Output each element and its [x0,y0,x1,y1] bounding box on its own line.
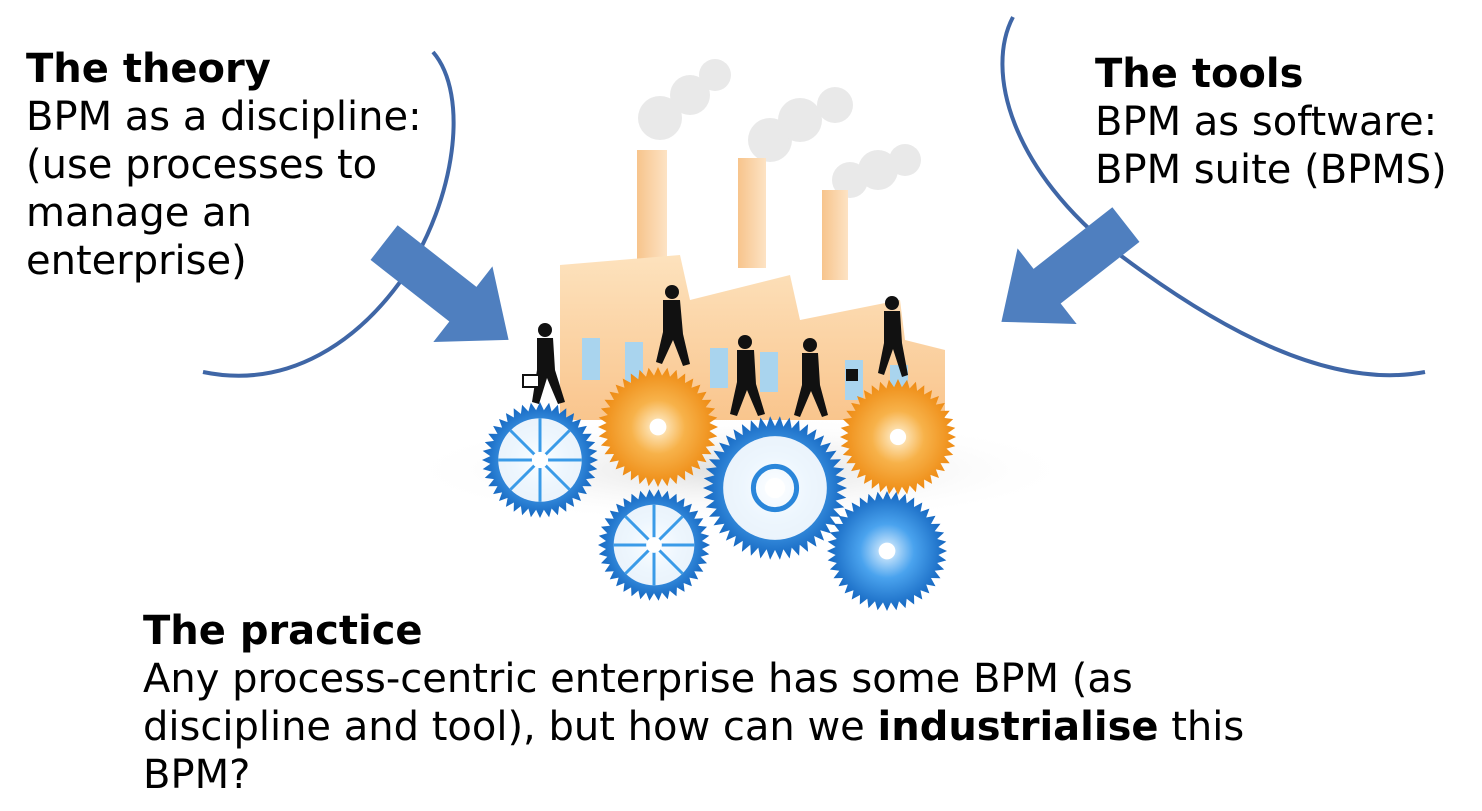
theory-heading: The theory [26,46,271,92]
gear-blue-left-icon [482,402,598,518]
practice-line-2: discipline and tool), but how can we ind… [143,703,1244,751]
workers [522,285,908,417]
theory-arrow [370,225,509,342]
smoke [638,59,921,198]
tools-line-2: BPM suite (BPMS) [1095,147,1447,193]
gear-blue-large-icon [703,416,847,560]
practice-line-2-pre: discipline and tool), but how can we [143,704,878,750]
gear-orange-right-icon [840,379,956,495]
practice-block: The practice Any process-centric enterpr… [143,607,1244,799]
practice-heading: The practice [143,608,423,654]
tools-line-1: BPM as software: [1095,99,1438,145]
gear-orange-center-icon [598,367,718,487]
tools-arrow [1001,207,1140,324]
tools-block: The tools BPM as software: BPM suite (BP… [1095,50,1447,194]
theory-line-2: (use processes to [26,142,378,188]
practice-line-1: Any process-centric enterprise has some … [143,656,1133,702]
theory-line-3: manage an [26,190,252,236]
practice-line-3: BPM? [143,752,251,798]
theory-line-1: BPM as a discipline: [26,94,422,140]
tools-heading: The tools [1095,51,1304,97]
theory-block: The theory BPM as a discipline: (use pro… [26,45,422,285]
gear-blue-right-icon [827,491,947,611]
gear-blue-bottom-icon [598,489,710,601]
practice-emphasis: industrialise [877,704,1159,750]
theory-line-4: enterprise) [26,238,247,284]
practice-line-2-post: this [1158,704,1245,750]
gears-group [482,367,956,611]
